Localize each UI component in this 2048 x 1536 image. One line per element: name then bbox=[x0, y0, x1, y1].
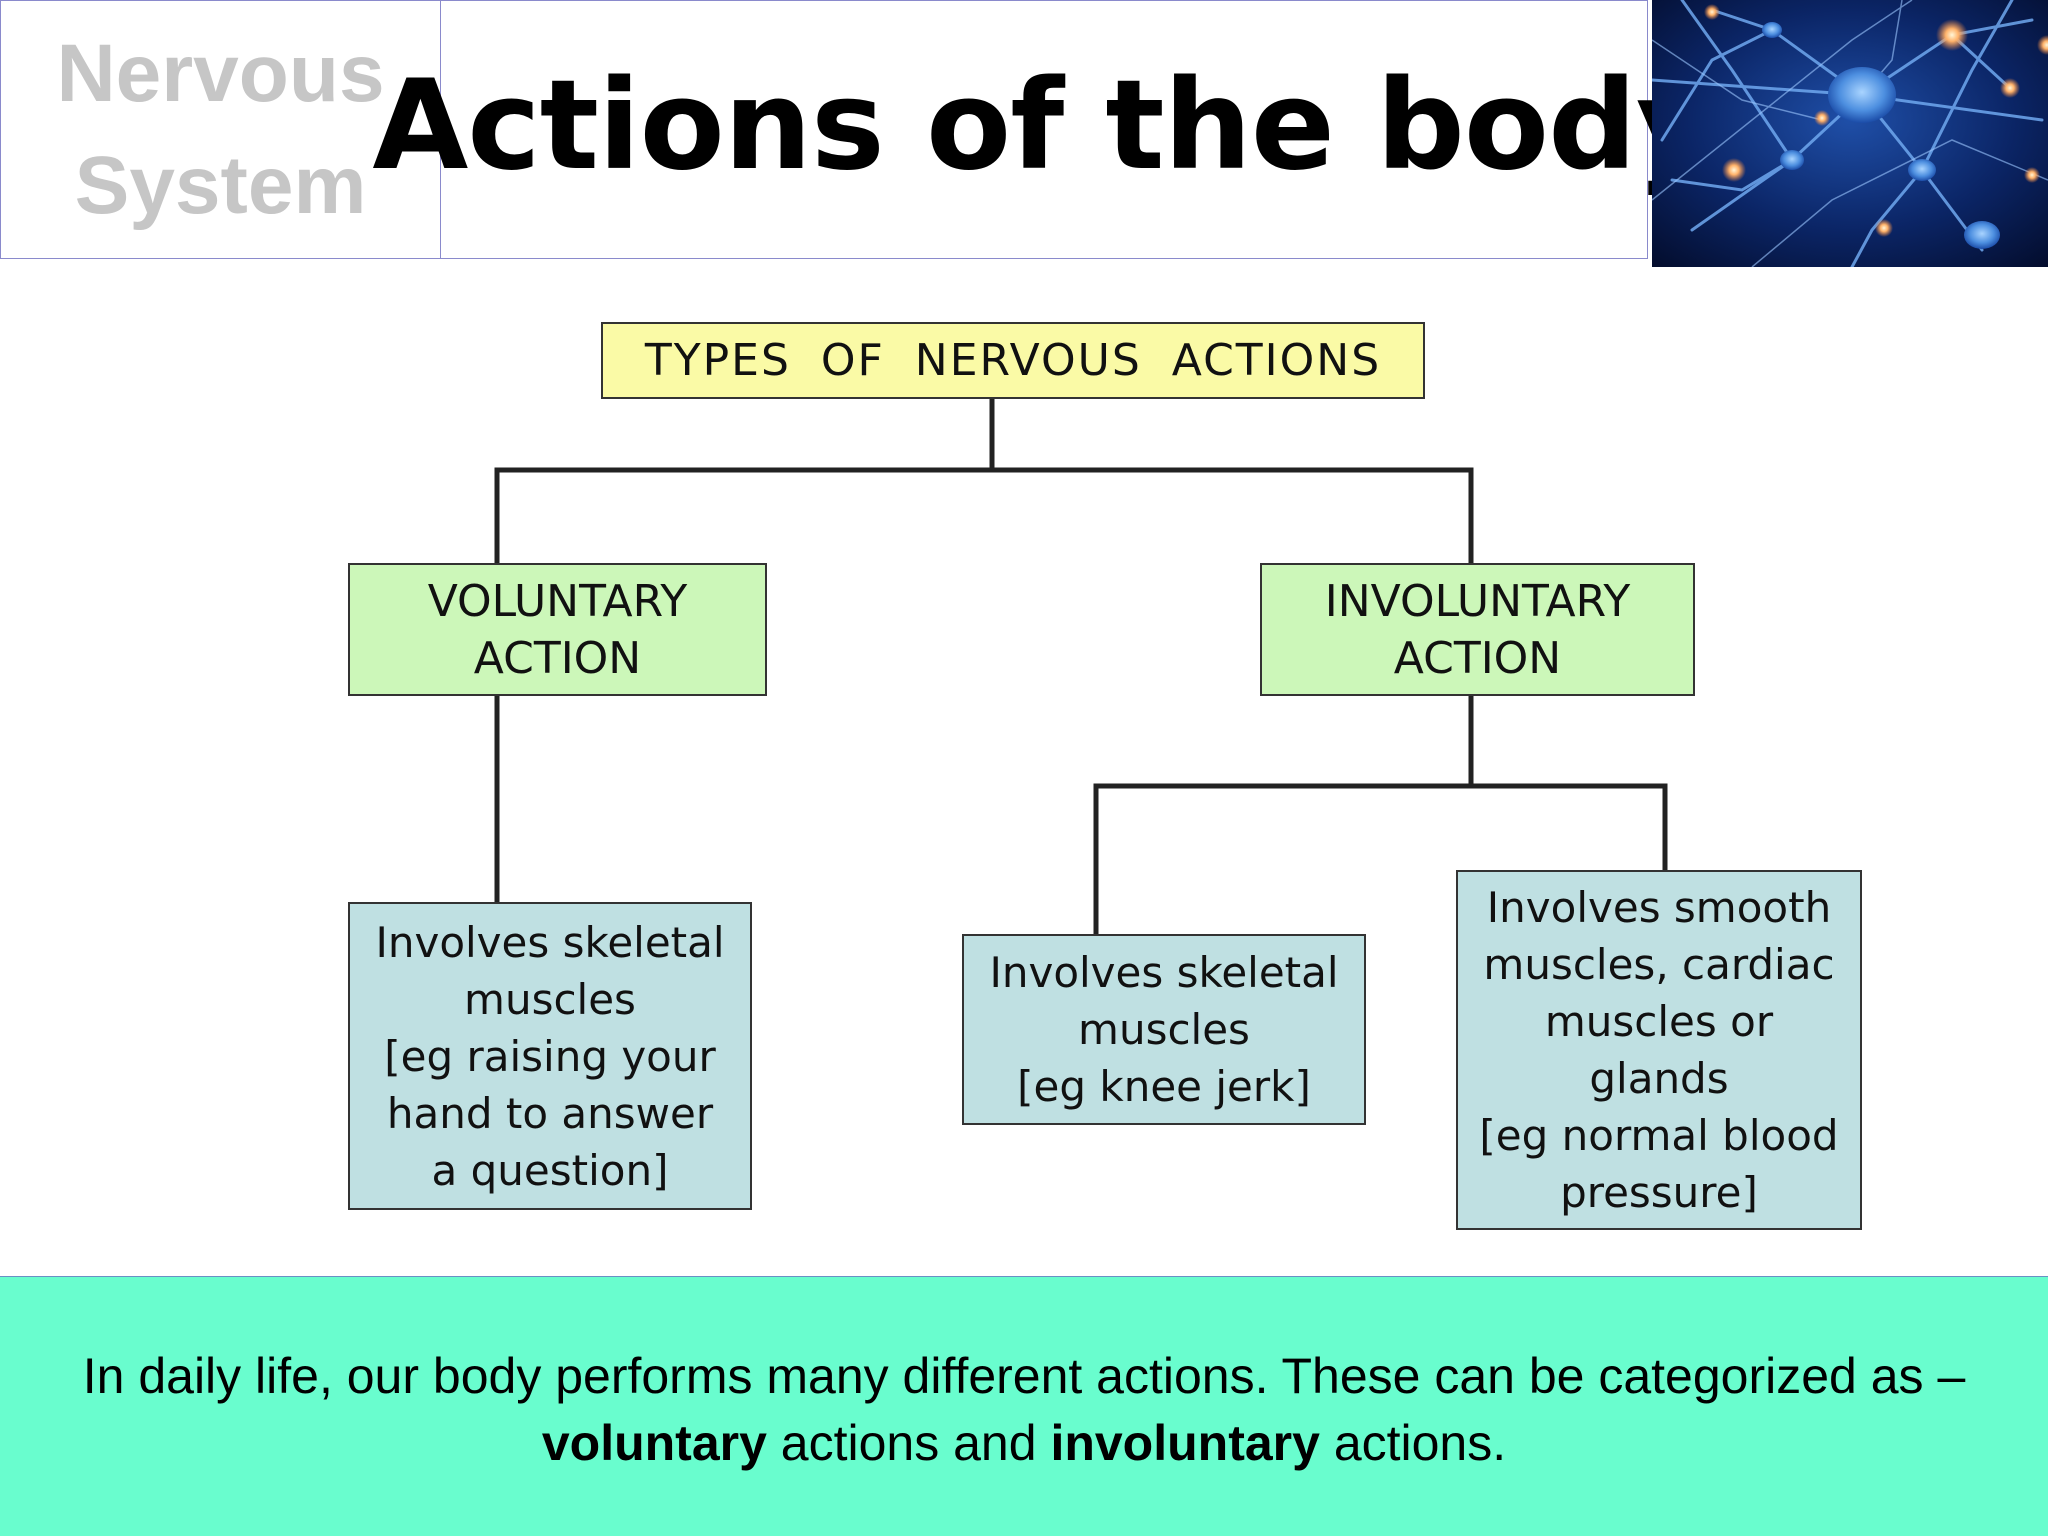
summary-footer: In daily life, our body performs many di… bbox=[0, 1276, 2048, 1536]
term-voluntary: voluntary bbox=[541, 1414, 767, 1471]
types-of-nervous-actions-box: TYPES OF NERVOUS ACTIONS bbox=[601, 322, 1425, 399]
topic-line-2: System bbox=[74, 139, 367, 231]
voluntary-detail-box: Involves skeletal muscles [eg raising yo… bbox=[348, 902, 752, 1210]
involuntary-label: INVOLUNTARY ACTION bbox=[1324, 575, 1631, 684]
summary-text-part-2: actions and bbox=[766, 1414, 1051, 1471]
involuntary-smooth-text: Involves smooth muscles, cardiac muscles… bbox=[1479, 883, 1839, 1217]
voluntary-action-box: VOLUNTARY ACTION bbox=[348, 563, 767, 696]
voluntary-detail-text: Involves skeletal muscles [eg raising yo… bbox=[375, 917, 725, 1195]
neuron-network-image bbox=[1652, 0, 2048, 267]
involuntary-action-box: INVOLUNTARY ACTION bbox=[1260, 563, 1695, 696]
voluntary-label: VOLUNTARY ACTION bbox=[427, 575, 688, 684]
page-title: Actions of the body bbox=[372, 53, 1716, 198]
involuntary-skeletal-box: Involves skeletal muscles [eg knee jerk] bbox=[962, 934, 1366, 1125]
involuntary-skeletal-text: Involves skeletal muscles [eg knee jerk] bbox=[989, 948, 1339, 1111]
summary-text-part-3: actions. bbox=[1319, 1414, 1507, 1471]
topic-line-1: Nervous bbox=[56, 27, 385, 119]
summary-text: In daily life, our body performs many di… bbox=[74, 1337, 1974, 1477]
term-involuntary: involuntary bbox=[1050, 1414, 1320, 1471]
title-banner: Actions of the body bbox=[372, 0, 1717, 259]
root-label: TYPES OF NERVOUS ACTIONS bbox=[644, 335, 1382, 386]
topic-label: Nervous System bbox=[0, 0, 441, 259]
summary-text-part-1: In daily life, our body performs many di… bbox=[82, 1347, 1966, 1404]
involuntary-smooth-box: Involves smooth muscles, cardiac muscles… bbox=[1456, 870, 1862, 1230]
